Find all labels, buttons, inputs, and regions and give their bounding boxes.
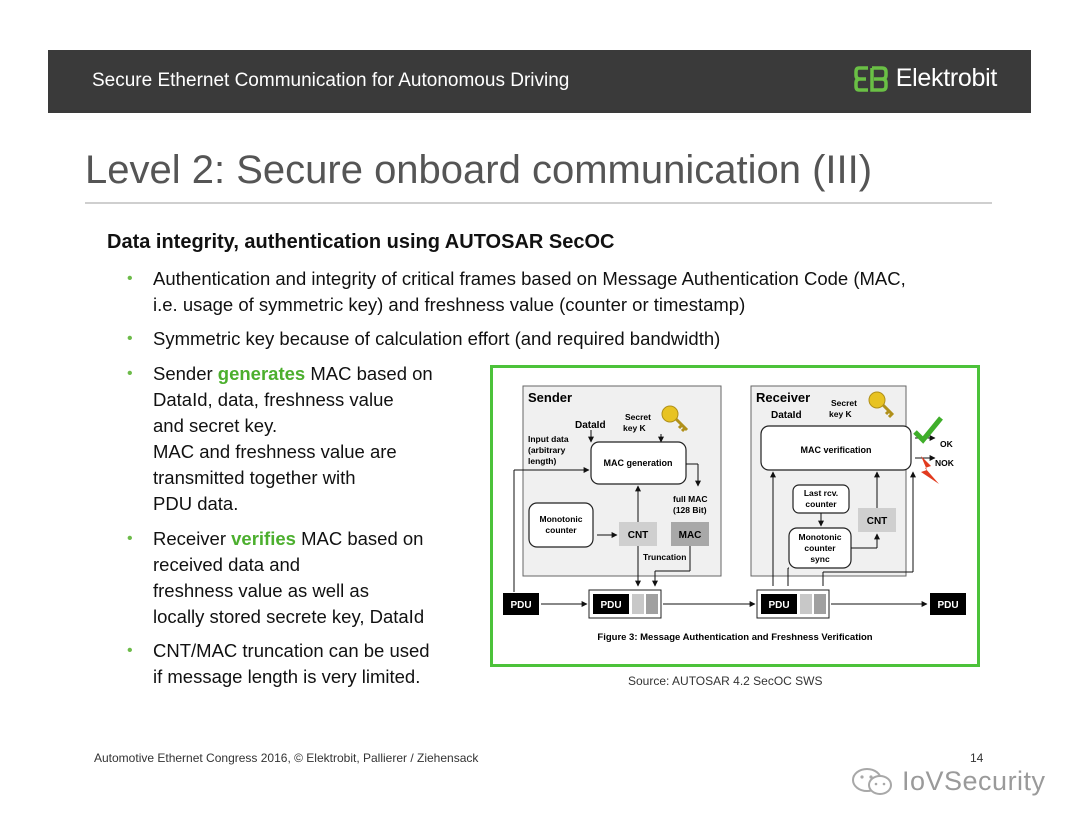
bullet-symmetric-key: • Symmetric key because of calculation e… (127, 326, 721, 352)
bullet-text: MAC based on (305, 363, 433, 384)
bullet-text: Sender (153, 363, 218, 384)
receiver-cnt-box (858, 508, 896, 532)
page-number: 14 (970, 751, 984, 765)
bullet-line-first: Sender generates MAC based on (153, 361, 433, 387)
highlight-verifies: verifies (231, 528, 296, 549)
highlight-generates: generates (217, 363, 306, 384)
sender-cnt-label: CNT (628, 530, 649, 541)
sender-dataid: DataId (575, 420, 606, 431)
receiver-secret: Secret (831, 398, 857, 408)
elektrobit-logo: Elektrobit (854, 64, 997, 93)
bullet-truncation: • CNT/MAC truncation can be used if mess… (127, 638, 430, 690)
full-mac-line2: (128 Bit) (673, 505, 707, 515)
bullet-line: transmitted together with (153, 467, 356, 488)
slide-title: Level 2: Secure onboard communication (I… (85, 148, 873, 192)
receiver-label: Receiver (756, 390, 810, 405)
monotonic-sync-line1: Monotonic (799, 532, 842, 542)
logo-text: Elektrobit (895, 64, 998, 92)
last-rcv-line2: counter (805, 499, 837, 509)
bullet-text: Receiver (153, 528, 232, 549)
monotonic-line2: counter (545, 525, 577, 535)
lightning-icon (921, 456, 939, 484)
bullet-line: freshness value as well as (153, 580, 369, 601)
pdu-sender-label: PDU (600, 600, 621, 611)
bullet-sender: • Sender generates MAC based on DataId, … (127, 361, 433, 517)
bullet-dot: • (127, 270, 133, 287)
monotonic-counter-box (528, 502, 594, 548)
bullet-line: if message length is very limited. (153, 666, 421, 687)
monotonic-sync-line2: counter (804, 543, 836, 553)
footer-text: Automotive Ethernet Congress 2016, © Ele… (94, 751, 479, 765)
watermark: IoVSecurity (850, 766, 1046, 797)
mac-verification-box (760, 425, 912, 471)
sender-key: key K (623, 423, 647, 433)
bullet-line: locally stored secrete key, DataId (153, 606, 425, 627)
header-bar: Secure Ethernet Communication for Autono… (48, 50, 1031, 113)
pdu-receiver-label: PDU (768, 600, 789, 611)
sender-label: Sender (528, 390, 572, 405)
pdu-output-box (930, 593, 966, 615)
pdu-output-label: PDU (937, 600, 958, 611)
sender-mac-box (671, 522, 709, 546)
key-icon (868, 391, 895, 419)
sender-cnt-box (619, 522, 657, 546)
secoc-diagram: Sender DataId Secret key K Input data (a… (503, 385, 966, 643)
source-note: Source: AUTOSAR 4.2 SecOC SWS (628, 674, 823, 688)
mac-verification-label: MAC verification (800, 445, 871, 455)
nok-label: NOK (935, 458, 955, 468)
monotonic-sync-line3: sync (810, 554, 830, 564)
last-rcv-line1: Last rcv. (804, 488, 838, 498)
sender-input-line3: length) (528, 456, 556, 466)
pdu-source-box (503, 593, 539, 615)
monotonic-line1: Monotonic (540, 514, 583, 524)
section-subtitle: Data integrity, authentication using AUT… (107, 231, 615, 253)
header-title: Secure Ethernet Communication for Autono… (92, 70, 570, 91)
bullet-line: and secret key. (153, 415, 278, 436)
receiver-key: key K (829, 409, 853, 419)
bullet-line: DataId, data, freshness value (153, 389, 394, 410)
bullet-line: received data and (153, 554, 301, 575)
mac-generation-label: MAC generation (603, 458, 672, 468)
sender-input-line1: Input data (528, 434, 569, 444)
bullet-receiver: • Receiver verifies MAC based on receive… (127, 526, 425, 630)
bullet-line: CNT/MAC truncation can be used (153, 640, 430, 661)
mac-generation-box (590, 441, 687, 485)
secoc-figure: Sender DataId Secret key K Input data (a… (490, 365, 980, 667)
sender-mac-label: MAC (679, 530, 702, 541)
bullet-line: PDU data. (153, 493, 239, 514)
ok-label: OK (940, 439, 954, 449)
bullet-dot: • (127, 365, 133, 382)
bullet-line: Authentication and integrity of critical… (153, 268, 906, 289)
sender-secret: Secret (625, 412, 651, 422)
watermark-text: IoVSecurity (902, 766, 1046, 796)
receiver-cnt-label: CNT (867, 516, 888, 527)
bullet-mac-authentication: • Authentication and integrity of critic… (127, 266, 906, 318)
bullet-dot: • (127, 330, 133, 347)
bullet-line: MAC and freshness value are (153, 441, 397, 462)
bullet-line: i.e. usage of symmetric key) and freshne… (153, 294, 746, 315)
check-icon (913, 416, 943, 444)
figure-caption: Figure 3: Message Authentication and Fre… (597, 632, 872, 643)
elektrobit-logo-icon (854, 65, 888, 92)
wechat-icon (852, 767, 892, 795)
receiver-dataid: DataId (771, 410, 802, 421)
sender-input-line2: (arbitrary (528, 445, 566, 455)
bullet-dot: • (127, 642, 133, 659)
title-divider (85, 202, 992, 204)
truncation-label: Truncation (643, 552, 686, 562)
bullet-line: Symmetric key because of calculation eff… (153, 328, 721, 349)
full-mac-line1: full MAC (673, 494, 707, 504)
pdu-source-label: PDU (510, 600, 531, 611)
bullet-text: MAC based on (295, 528, 424, 549)
bullet-line-first: Receiver verifies MAC based on (153, 526, 424, 552)
bullet-dot: • (127, 530, 133, 547)
key-icon (661, 405, 689, 433)
